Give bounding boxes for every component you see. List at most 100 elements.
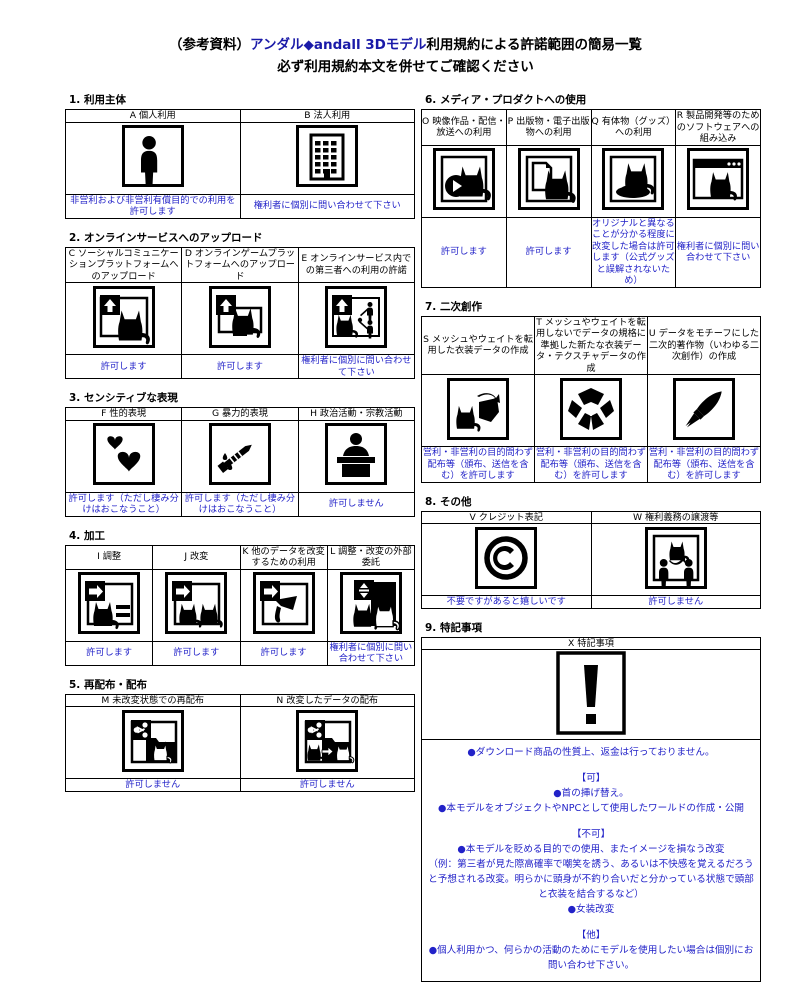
cell-icon-N: [239, 706, 415, 779]
cell-header-V: V クレジット表記: [421, 510, 592, 524]
cell-header-N: N 改変したデータの配布: [239, 693, 415, 707]
share-folder-cat-icon: [121, 709, 184, 772]
notes-line-9: ●女装改変: [567, 904, 615, 915]
cell-note-S: 営利・非営利の目的問わず配布等（頒布、送信を含む）を許可します: [421, 446, 535, 483]
cell-header-H: H 政治活動・宗教活動: [297, 407, 416, 421]
cell-icon-M: [65, 706, 241, 779]
cell-header-G: G 暴力的表現: [181, 407, 299, 421]
table-row-icons: [65, 706, 415, 779]
hearts-icon: [92, 423, 155, 485]
cell-icon-K: [239, 568, 328, 642]
title-line-1: （参考資料）アンダル◆andall 3Dモデル利用規約による許諾範囲の簡易一覧: [0, 34, 811, 56]
cell-icon-Q: [590, 144, 677, 218]
cell-header-K: K 他のデータを改変するための利用: [239, 544, 328, 570]
cell-header-S: S メッシュやウェイトを転用した衣装データの作成: [421, 315, 535, 375]
cell-icon-O: [421, 144, 507, 218]
table-row-icons: [65, 121, 415, 195]
cell-note-W: 許可しません: [590, 595, 761, 609]
cell-header-J: J 改変: [152, 544, 241, 570]
section-heading: 7. 二次創作: [425, 300, 482, 313]
table-row-notes: 許可します許可します許可します権利者に個別に問い合わせて下さい: [64, 640, 416, 666]
cell-note-R: 権利者に個別に問い合わせて下さい: [675, 216, 761, 288]
window-cat-icon: [687, 148, 750, 210]
cell-note-V: 不要ですがあると嬉しいです: [421, 595, 592, 609]
cell-header-M: M 未改変状態での再配布: [65, 693, 241, 707]
cell-note-G: 許可します（ただし棲み分けはおこなうこと）: [181, 491, 299, 517]
cell-note-N: 許可しません: [239, 778, 415, 792]
cell-header-A: A 個人利用: [65, 109, 241, 123]
cell-note-F: 許可します（ただし棲み分けはおこなうこと）: [64, 491, 183, 517]
cell-note-C: 許可します: [64, 354, 183, 379]
table-row-icons: [421, 144, 761, 218]
cell-icon-L: [326, 568, 416, 642]
section-heading: 6. メディア・プロダクトへの使用: [425, 94, 587, 106]
notes-line-0: ●ダウンロード商品の性質上、返金は行っておりません。: [467, 747, 715, 758]
cell-note-M: 許可しません: [65, 778, 241, 792]
section-heading: 1. 利用主体: [69, 94, 126, 106]
table-row-notes: 許可しません許可しません: [65, 778, 415, 792]
cell-header-T: T メッシュやウェイトを転用しないでデータの規格に準拠した新たな衣装データ・テク…: [534, 315, 648, 375]
notes-line-7: ●本モデルを貶める目的での使用、またイメージを損なう改変: [457, 844, 725, 855]
table-row-notes: 不要ですがあると嬉しいです許可しません: [421, 595, 761, 609]
notes-line-4: ●本モデルをオブジェクトやNPCとして使用したワールドの作成・公開: [438, 803, 744, 814]
podium-speaker-icon: [325, 423, 388, 485]
upload-cat-monitor-icon: [208, 285, 271, 348]
table-row-notes: 非営利および非営利有償目的での利用を許可します権利者に個別に問い合わせて下さい: [65, 193, 415, 219]
cell-note-D: 許可します: [181, 354, 299, 379]
cell-icon-T: [534, 374, 648, 447]
cell-header-D: D オンラインゲームプラットフォームへのアップロード: [181, 246, 299, 283]
cell-header-L: L 調整・改変の外部委託: [326, 544, 416, 570]
arrow-cat-shape-icon: [252, 572, 315, 634]
cell-header-Q: Q 有体物（グッズ）への利用: [590, 109, 677, 146]
notes-gap: [428, 917, 754, 928]
cell-note-B: 権利者に個別に問い合わせて下さい: [239, 193, 415, 219]
copyright-icon: [475, 526, 538, 589]
cell-icon-F: [64, 419, 183, 493]
notes-line-11: 【他】: [576, 930, 606, 941]
cell-note-E: 権利者に個別に問い合わせて下さい: [297, 354, 416, 379]
cell-header-P: P 出版物・電子出版物への利用: [505, 109, 592, 146]
table-row-icons: [421, 374, 761, 447]
cell-icon-X: [421, 649, 761, 740]
cell-header-R: R 製品開発等のためのソフトウェアへの組み込み: [675, 109, 761, 146]
table-row-notes: 許可します許可します権利者に個別に問い合わせて下さい: [64, 354, 416, 379]
section-heading: 9. 特記事項: [425, 621, 482, 634]
cell-header-X: X 特記事項: [421, 636, 761, 650]
cell-note-T: 営利・非営利の目的問わず配布等（頒布、送信を含む）を許可します: [534, 446, 648, 483]
notes-line-3: ●首の挿げ替え。: [553, 788, 629, 799]
person-icon: [121, 125, 184, 187]
cell-header-I: I 調整: [64, 544, 154, 570]
outsourcing-cat-icon: [339, 572, 402, 634]
section-9: 9. 特記事項 X 特記事項 ●ダウンロード商品の性質上、返金は行っておりません。【…: [421, 620, 761, 982]
cell-note-A: 非営利および非営利有償目的での利用を許可します: [65, 193, 241, 219]
share-folder-modified-cat-icon: [296, 709, 359, 772]
special-notes-body: ●ダウンロード商品の性質上、返金は行っておりません。【可】●首の挿げ替え。●本モ…: [422, 740, 760, 981]
cell-icon-W: [590, 523, 761, 596]
cloth-icon: [560, 377, 622, 440]
transfer-people-cat-icon: [644, 526, 707, 589]
cell-icon-S: [421, 374, 535, 447]
table-row-icons: [64, 568, 416, 642]
cell-icon-I: [64, 568, 154, 642]
table-row-notes: 許可します（ただし棲み分けはおこなうこと）許可します（ただし棲み分けはおこなうこ…: [64, 491, 416, 517]
knife-icon: [208, 423, 271, 485]
table-row-headers: X 特記事項: [421, 636, 761, 650]
cell-header-E: E オンラインサービス内での第三者への利用の許諾: [297, 246, 416, 283]
arrow-cat-equals-icon: [78, 572, 141, 634]
